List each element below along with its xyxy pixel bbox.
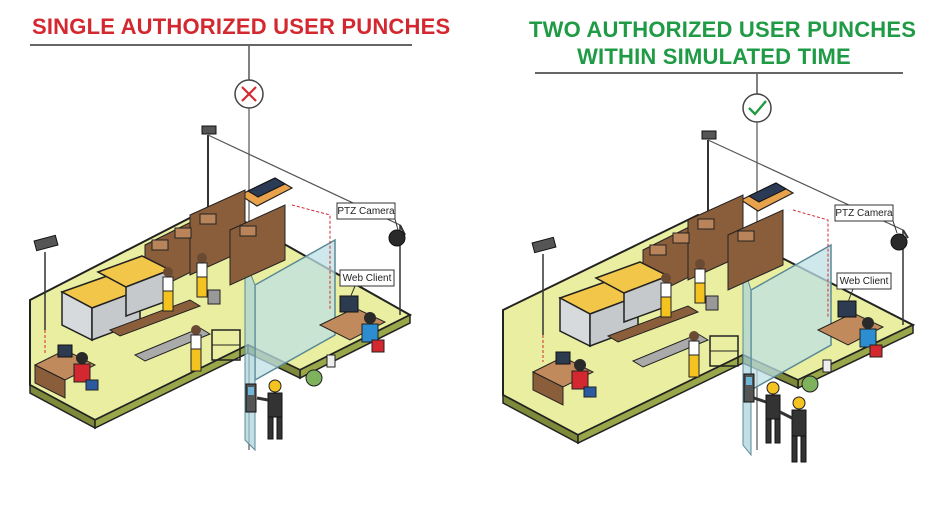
access-control-terminal-icon — [246, 384, 256, 412]
web-client-label: Web Client — [343, 273, 392, 284]
left-panel: SINGLE AUTHORIZED USER PUNCHES — [0, 0, 462, 519]
factory-worker — [163, 267, 173, 311]
left-scene-illustration: PTZ Camera Web Client — [0, 0, 462, 519]
authorized-user-two — [780, 397, 806, 462]
ptz-camera-label: PTZ Camera — [835, 208, 893, 219]
ptz-camera-label: PTZ Camera — [337, 206, 395, 217]
ptz-camera-callout: PTZ Camera — [337, 203, 398, 230]
right-panel: TWO AUTHORIZED USER PUNCHES WITHIN SIMUL… — [463, 0, 925, 519]
dome-camera-icon — [202, 126, 216, 134]
check-icon — [743, 94, 771, 122]
factory-worker — [661, 273, 671, 317]
cross-icon — [235, 80, 263, 108]
web-client-label: Web Client — [840, 276, 889, 287]
access-control-terminal-icon — [744, 374, 754, 402]
dome-camera-icon — [702, 131, 716, 139]
right-scene-illustration: PTZ Camera Web Client — [463, 0, 925, 519]
ptz-camera-icon — [891, 230, 908, 250]
ptz-camera-callout: PTZ Camera — [835, 205, 897, 233]
authorized-user-one — [754, 382, 780, 443]
authorized-user — [257, 380, 282, 439]
